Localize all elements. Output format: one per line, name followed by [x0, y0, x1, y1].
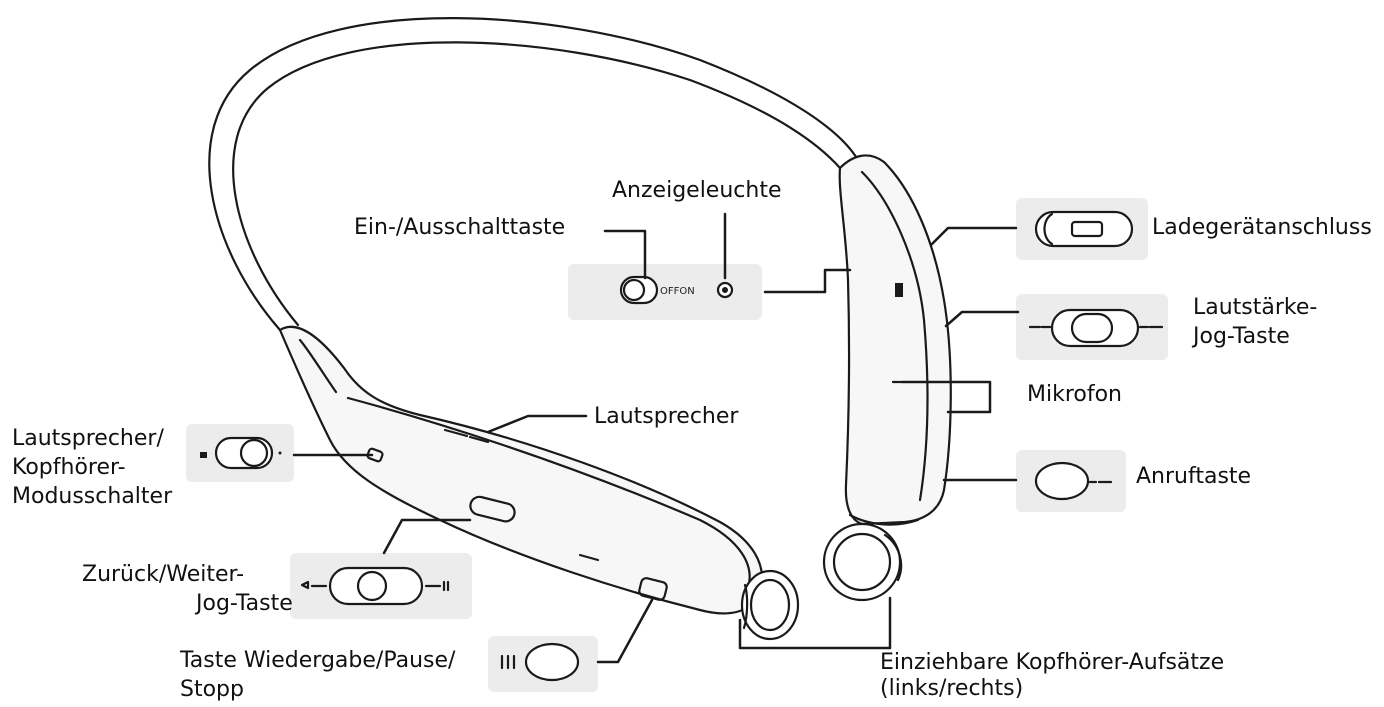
label-play-pause-2: Stopp — [180, 677, 244, 702]
right-housing-mark — [895, 283, 903, 297]
leader-mic — [900, 380, 992, 414]
label-speaker-mode-1: Lautsprecher/ — [12, 426, 164, 451]
left-housing-edge — [346, 396, 751, 590]
right-ear-tip — [822, 522, 903, 602]
power-indicator-inset — [568, 264, 762, 320]
leader-play — [596, 598, 654, 664]
leader-volume — [944, 310, 1020, 328]
power-switch-icon — [619, 275, 659, 305]
label-call-button: Anruftaste — [1136, 464, 1252, 489]
neckband-outer — [208, 17, 860, 332]
right-housing-bottom — [848, 513, 920, 526]
leader-earbuds — [738, 596, 892, 650]
label-prev-next-jog-1: Zurück/Weiter- — [82, 562, 245, 587]
left-housing-top-edge — [298, 338, 338, 394]
label-earbuds-1: Einziehbare Kopfhörer-Aufsätze — [880, 650, 1225, 675]
label-earbuds-2: (links/rechts) — [880, 676, 1024, 701]
label-microphone: Mikrofon — [1027, 382, 1123, 407]
leader-lines — [292, 212, 1020, 664]
leader-speaker — [486, 414, 588, 434]
leader-power — [603, 229, 647, 280]
left-ear-tip — [740, 569, 800, 641]
label-volume-jog-2: Jog-Taste — [1193, 324, 1290, 349]
switch-text: OFFON — [660, 286, 695, 297]
label-prev-next-jog-2: Jog-Taste — [196, 591, 293, 616]
right-housing — [838, 154, 952, 526]
label-indicator-light: Anzeigeleuchte — [612, 178, 782, 203]
leader-prev-next — [382, 518, 472, 555]
left-housing-mode-switch — [366, 447, 384, 463]
play-pause-icon — [500, 642, 580, 682]
neckband-inner — [232, 41, 842, 327]
mode-switch-icon — [200, 436, 282, 470]
left-housing-play-button — [638, 577, 668, 601]
volume-jog-icon — [1028, 308, 1164, 348]
label-speaker-mode-2: Kopfhörer- — [12, 455, 126, 480]
label-speaker: Lautsprecher — [594, 404, 739, 429]
call-button-icon — [1034, 461, 1113, 501]
label-power-button: Ein-/Ausschalttaste — [354, 215, 566, 240]
left-housing-logo — [443, 428, 490, 444]
label-volume-jog-1: Lautstärke- — [1193, 295, 1318, 320]
label-play-pause-1: Taste Wiedergabe/Pause/ — [180, 648, 456, 673]
leader-power-indicator-housing — [763, 268, 852, 294]
indicator-led-icon — [716, 281, 734, 299]
left-housing-mic-mark — [578, 553, 600, 562]
charger-port-icon — [1034, 210, 1134, 248]
right-housing-edge — [860, 170, 929, 502]
label-charger-port: Ladegerätanschluss — [1152, 215, 1372, 240]
label-speaker-mode-3: Modusschalter — [12, 484, 173, 509]
left-housing-jog-slot — [469, 495, 516, 523]
prev-next-jog-icon — [300, 566, 450, 606]
leader-charger — [930, 226, 1018, 246]
